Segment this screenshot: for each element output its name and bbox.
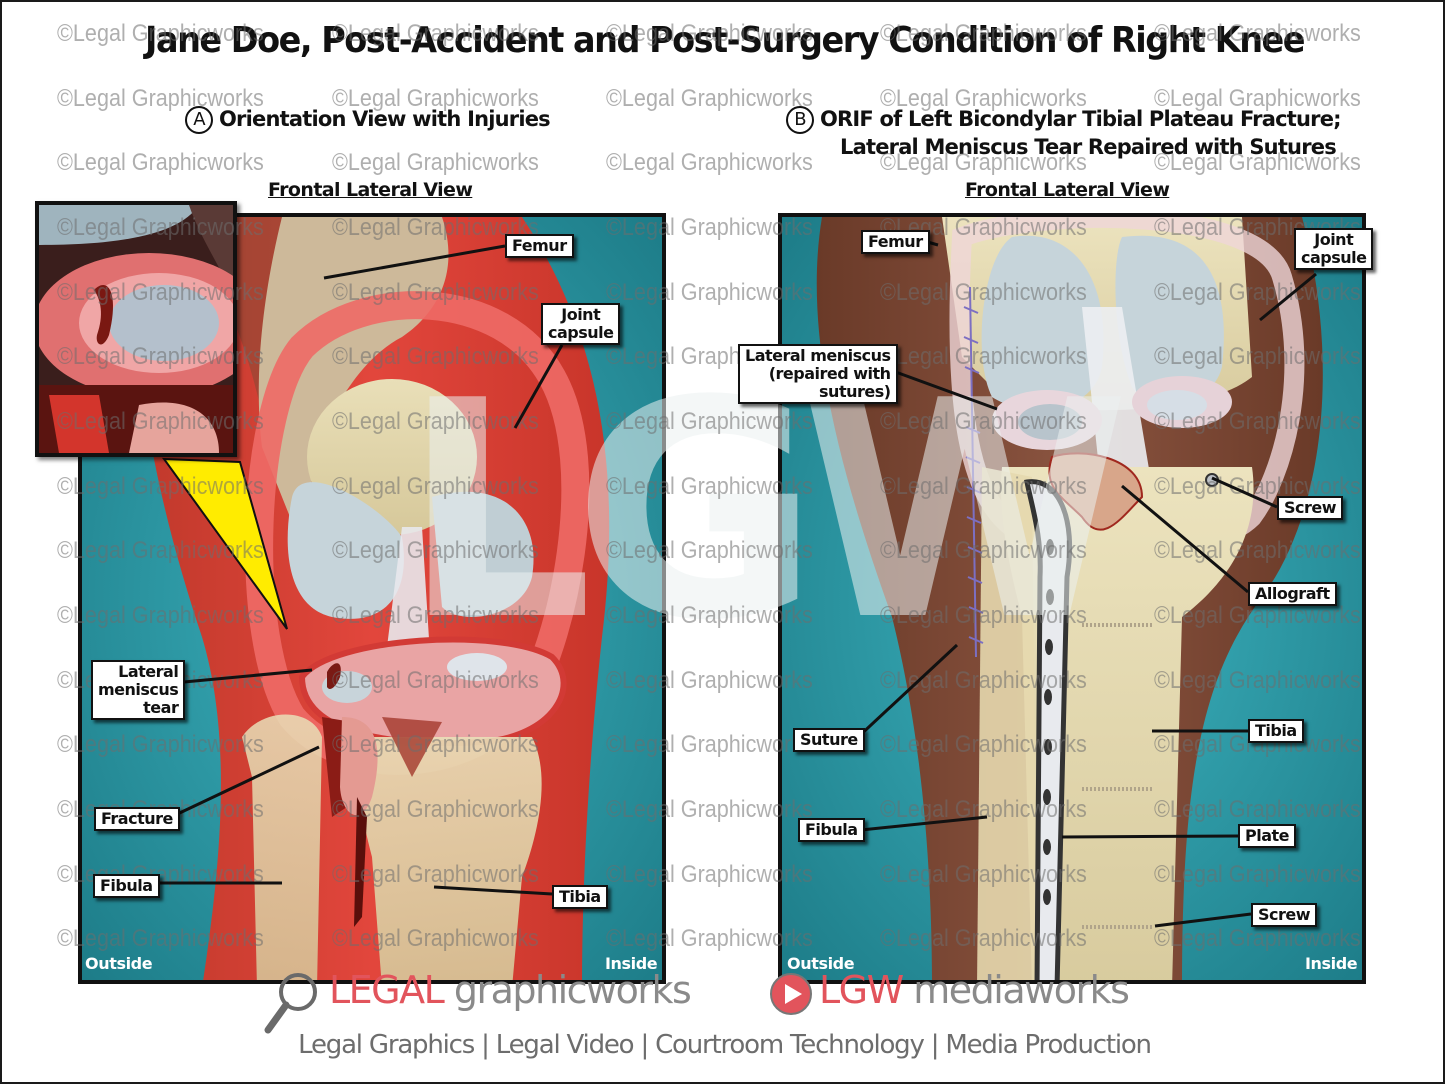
footer-tagline: Legal Graphics | Legal Video | Courtroom…: [298, 1030, 1152, 1060]
label-joint-capsule-b: Joint capsule: [1294, 228, 1374, 270]
panel-b-view-label: Frontal Lateral View: [965, 179, 1170, 201]
panel-b-inside-label: Inside: [1305, 954, 1358, 973]
label-femur-b: Femur: [861, 230, 930, 254]
label-femur-a: Femur: [505, 234, 574, 258]
label-plate: Plate: [1238, 824, 1297, 848]
panel-a-outside-label: Outside: [85, 954, 153, 973]
panel-b-heading-line1: ORIF of Left Bicondylar Tibial Plateau F…: [820, 107, 1342, 131]
panel-a-heading-text: Orientation View with Injuries: [219, 107, 551, 131]
meniscus-tear-closeup: [39, 205, 233, 453]
panel-b-marker: B: [786, 106, 814, 134]
play-icon: [770, 973, 812, 1015]
watermark-text: ©Legal Graphicworks: [332, 149, 539, 176]
label-fibula-b: Fibula: [798, 818, 865, 842]
watermark-text: ©Legal Graphicworks: [606, 85, 813, 112]
injury-detail-inset: [35, 201, 237, 457]
label-suture: Suture: [793, 728, 865, 752]
panel-a-inside-label: Inside: [605, 954, 658, 973]
label-lateral-meniscus-tear: Lateral meniscus tear: [91, 660, 186, 720]
watermark-text: ©Legal Graphicworks: [57, 149, 264, 176]
magnifier-icon: [264, 973, 317, 1034]
label-screw-bottom: Screw: [1251, 903, 1318, 927]
label-screw-top: Screw: [1277, 496, 1344, 520]
panel-a-view-label: Frontal Lateral View: [268, 179, 473, 201]
label-joint-capsule-a: Joint capsule: [541, 303, 621, 345]
page-title: Jane Doe, Post-Accident and Post-Surgery…: [144, 20, 1305, 61]
panel-b-outside-label: Outside: [787, 954, 855, 973]
label-tibia-a: Tibia: [552, 885, 608, 909]
panel-a-marker: A: [185, 106, 213, 134]
label-fibula-a: Fibula: [93, 874, 160, 898]
watermark-text: ©Legal Graphicworks: [606, 149, 813, 176]
label-lateral-meniscus-repaired: Lateral meniscus (repaired with sutures): [738, 344, 898, 404]
panel-b-heading-line2: Lateral Meniscus Tear Repaired with Sutu…: [840, 135, 1337, 159]
legal-graphicworks-logo: LEGAL graphicworks: [329, 968, 692, 1012]
label-fracture: Fracture: [94, 807, 180, 831]
label-allograft: Allograft: [1248, 582, 1337, 606]
label-tibia-b: Tibia: [1248, 719, 1304, 743]
lgw-mediaworks-logo: LGW mediaworks: [819, 968, 1130, 1012]
